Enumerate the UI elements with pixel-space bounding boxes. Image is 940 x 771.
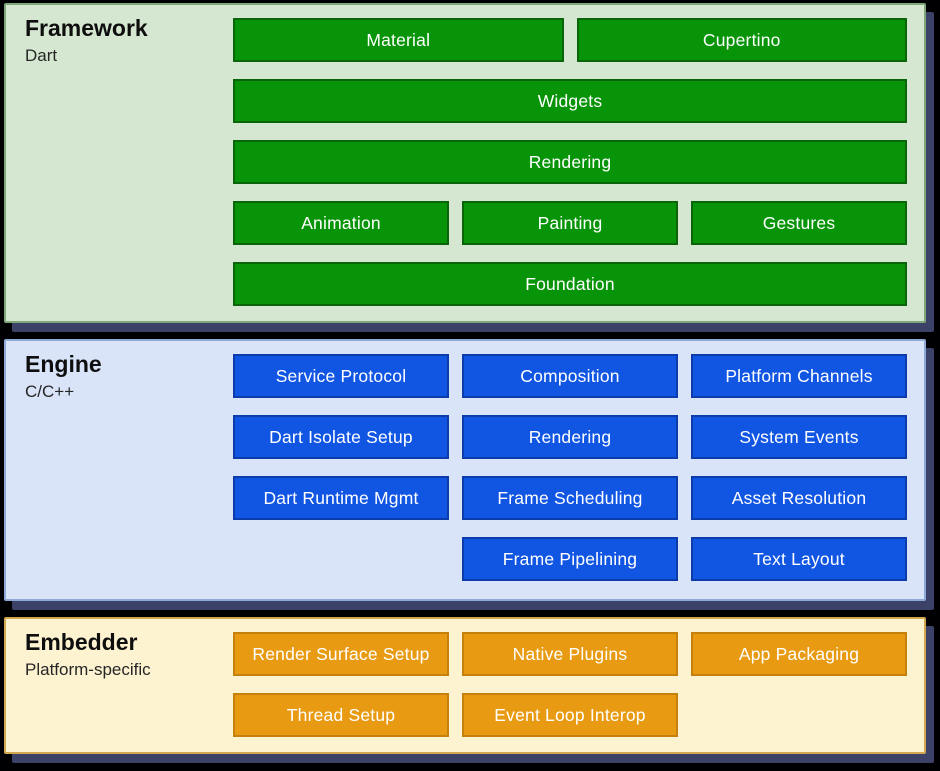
block-dart-isolate-setup: Dart Isolate Setup — [233, 415, 449, 459]
block-frame-scheduling: Frame Scheduling — [462, 476, 678, 520]
block-row: Animation Painting Gestures — [233, 201, 907, 245]
block-rendering: Rendering — [462, 415, 678, 459]
framework-title: Framework — [25, 15, 148, 41]
block-row: Service Protocol Composition Platform Chan… — [233, 354, 907, 398]
block-rendering: Rendering — [233, 140, 907, 184]
block-native-plugins: Native Plugins — [462, 632, 678, 676]
engine-title: Engine — [25, 351, 102, 377]
block-dart-runtime-mgmt: Dart Runtime Mgmt — [233, 476, 449, 520]
block-row: Dart Isolate Setup Rendering System Events — [233, 415, 907, 459]
block-row: Material Cupertino — [233, 18, 907, 62]
block-material: Material — [233, 18, 564, 62]
block-animation: Animation — [233, 201, 449, 245]
engine-blocks: Service Protocol Composition Platform Chan… — [233, 341, 924, 599]
block-composition: Composition — [462, 354, 678, 398]
block-row: Thread Setup Event Loop Interop — [233, 693, 907, 737]
block-thread-setup: Thread Setup — [233, 693, 449, 737]
embedder-title: Embedder — [25, 629, 138, 655]
framework-label-area: Framework Dart — [6, 5, 233, 321]
embedder-label-area: Embedder Platform-specific — [6, 619, 233, 752]
block-platform-channels: Platform Channels — [691, 354, 907, 398]
panel-embedder: Embedder Platform-specific Render Surfac… — [4, 617, 926, 754]
block-painting: Painting — [462, 201, 678, 245]
block-asset-resolution: Asset Resolution — [691, 476, 907, 520]
block-render-surface-setup: Render Surface Setup — [233, 632, 449, 676]
block-frame-pipelining: Frame Pipelining — [462, 537, 678, 581]
block-row: Foundation — [233, 262, 907, 306]
block-foundation: Foundation — [233, 262, 907, 306]
block-row: Dart Runtime Mgmt Frame Scheduling Asset R… — [233, 476, 907, 520]
embedder-blocks: Render Surface Setup Native Plugins App Pa… — [233, 619, 924, 752]
block-event-loop-interop: Event Loop Interop — [462, 693, 678, 737]
block-app-packaging: App Packaging — [691, 632, 907, 676]
embedder-subtitle: Platform-specific — [25, 659, 151, 679]
block-row: Render Surface Setup Native Plugins App Pa… — [233, 632, 907, 676]
block-text-layout: Text Layout — [691, 537, 907, 581]
engine-label-area: Engine C/C++ — [6, 341, 233, 599]
block-service-protocol: Service Protocol — [233, 354, 449, 398]
block-gestures: Gestures — [691, 201, 907, 245]
block-row: Frame Pipelining Text Layout — [233, 537, 907, 581]
block-row: Rendering — [233, 140, 907, 184]
engine-subtitle: C/C++ — [25, 381, 75, 401]
panel-engine: Engine C/C++ Service Protocol Composition… — [4, 339, 926, 601]
block-system-events: System Events — [691, 415, 907, 459]
block-widgets: Widgets — [233, 79, 907, 123]
block-row: Widgets — [233, 79, 907, 123]
block-cupertino: Cupertino — [576, 18, 907, 62]
framework-subtitle: Dart — [25, 45, 58, 65]
